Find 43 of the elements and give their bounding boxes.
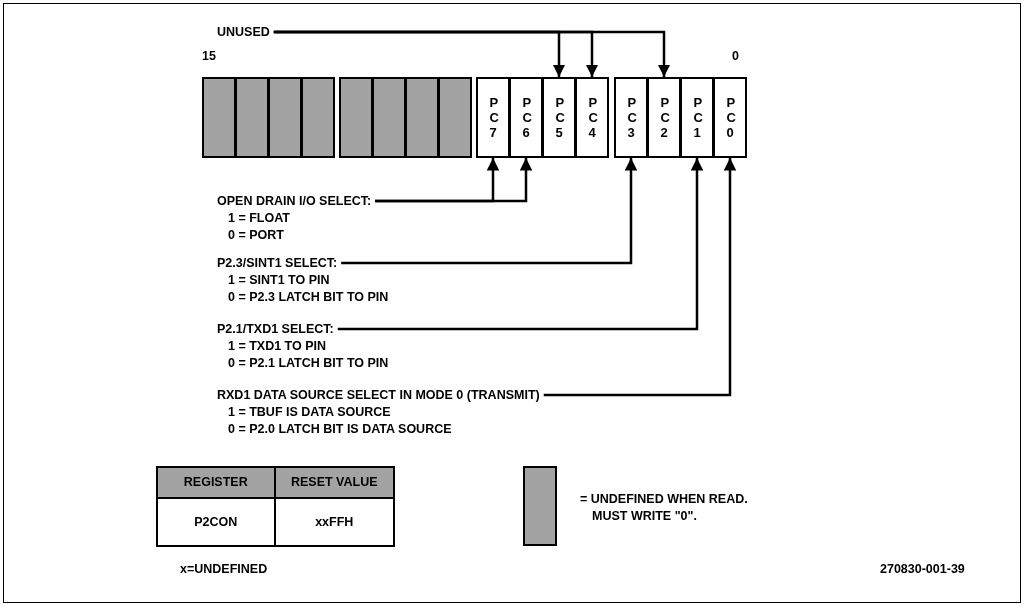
option-description: 1 = FLOAT (228, 210, 290, 226)
table-cell-text: xxFFH (314, 513, 355, 531)
undefined-bit-cell (301, 77, 335, 158)
table-header-cell: RESET VALUE (275, 468, 393, 499)
table-cell: P2CON (158, 499, 276, 545)
figure-number: 270830-001-39 (880, 561, 965, 578)
undefined-bit-cell (438, 77, 472, 158)
option-description: 0 = P2.0 LATCH BIT IS DATA SOURCE (228, 421, 452, 437)
field-label: UNUSED (217, 24, 270, 40)
arrow (543, 158, 737, 397)
arrow (273, 30, 671, 77)
option-description: 0 = P2.3 LATCH BIT TO PIN (228, 289, 389, 305)
arrow (341, 158, 638, 265)
undefined-bit-cell (202, 77, 236, 158)
bit-number: 0 (732, 48, 739, 65)
undefined-bit-cell (268, 77, 302, 158)
bit-function-label: OPEN DRAIN I/O SELECT: (217, 193, 372, 209)
legend-text: = UNDEFINED WHEN READ. MUST WRITE "0". (580, 491, 749, 525)
bit-function-label: P2.3/SINT1 SELECT: (217, 255, 338, 271)
register-bit-cell: P C 3 (614, 77, 648, 158)
table-header-cell: REGISTER (158, 468, 276, 499)
option-description: 0 = P2.1 LATCH BIT TO PIN (228, 355, 389, 371)
bit-number: 15 (202, 48, 216, 65)
undefined-bit-cell (235, 77, 269, 158)
undefined-bit-cell (405, 77, 439, 158)
register-bit-cell: P C 6 (509, 77, 543, 158)
register-bit-cell: P C 5 (542, 77, 576, 158)
register-bit-cell: P C 7 (476, 77, 510, 158)
arrow (375, 158, 533, 203)
register-bit-cell: P C 1 (680, 77, 714, 158)
arrow (337, 158, 704, 331)
table-note: x=UNDEFINED (180, 561, 268, 578)
undefined-bit-cell (339, 77, 373, 158)
option-description: 0 = PORT (228, 227, 284, 243)
undefined-bit-cell (372, 77, 406, 158)
option-description: 1 = SINT1 TO PIN (228, 272, 330, 288)
option-description: 1 = TBUF IS DATA SOURCE (228, 404, 391, 420)
bit-function-label: P2.1/TXD1 SELECT: (217, 321, 334, 337)
option-description: 1 = TXD1 TO PIN (228, 338, 327, 354)
register-bit-cell: P C 2 (647, 77, 681, 158)
register-bit-cell: P C 0 (713, 77, 747, 158)
bit-function-label: RXD1 DATA SOURCE SELECT IN MODE 0 (TRANSMIT) (217, 387, 540, 403)
register-bit-cell: P C 4 (575, 77, 609, 158)
